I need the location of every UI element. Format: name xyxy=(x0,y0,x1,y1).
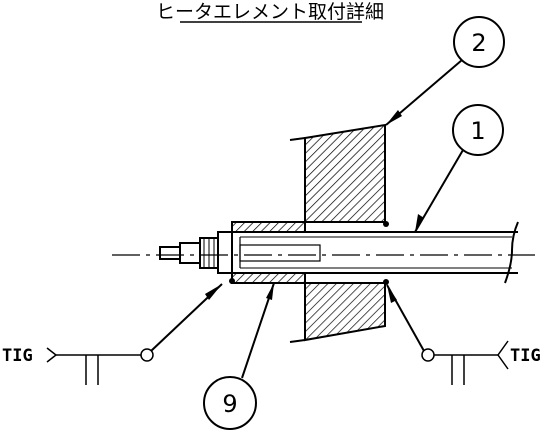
balloon-1-group: 1 xyxy=(414,104,504,233)
weld-symbol-right: TIG xyxy=(386,284,541,385)
balloon-9-circle xyxy=(203,376,257,430)
balloon-1-label: 1 xyxy=(470,117,485,145)
balloon-2-group: 2 xyxy=(385,16,505,126)
wall-section xyxy=(289,123,386,343)
weld-beads xyxy=(229,221,389,285)
balloon-9-label: 9 xyxy=(222,390,237,418)
weld-symbol-left-label: TIG xyxy=(2,346,33,366)
balloon-9-group: 9 xyxy=(203,282,275,430)
terminal-fitting xyxy=(159,231,233,274)
balloon-2-label: 2 xyxy=(471,29,486,57)
weld-symbol-right-label: TIG xyxy=(510,346,541,366)
balloon-1-circle xyxy=(452,104,504,156)
balloon-2-circle xyxy=(453,16,505,68)
drawing-title: ヒータエレメント取付詳細 xyxy=(156,1,384,23)
weld-symbol-left: TIG xyxy=(2,283,223,385)
heater-element-tube xyxy=(232,221,519,284)
